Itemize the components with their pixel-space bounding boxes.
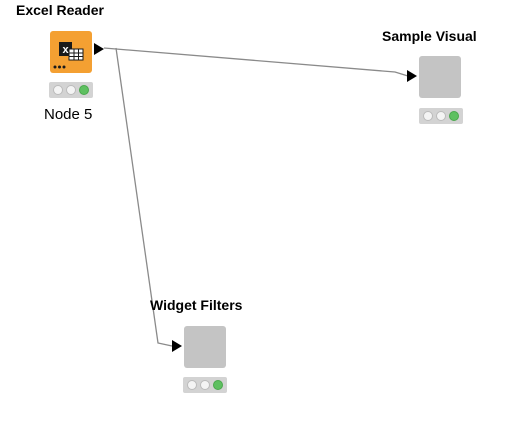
widget-filters-status-indicator bbox=[183, 377, 227, 393]
status-red-dot bbox=[186, 380, 197, 390]
excel-reader-status-indicator bbox=[49, 82, 93, 98]
sample-visual-status-indicator bbox=[419, 108, 463, 124]
status-green-dot bbox=[213, 380, 224, 390]
excel-reader-output-port[interactable] bbox=[94, 43, 104, 55]
status-yellow-dot bbox=[199, 380, 210, 390]
status-green-dot bbox=[79, 85, 90, 95]
status-yellow-dot bbox=[65, 85, 76, 95]
sample-visual-input-port[interactable] bbox=[407, 70, 417, 82]
status-red-dot bbox=[422, 111, 433, 121]
status-red-dot bbox=[52, 85, 63, 95]
sample-visual-node[interactable] bbox=[419, 56, 461, 98]
excel-reader-node-label[interactable]: Node 5 bbox=[44, 106, 93, 123]
svg-text:x: x bbox=[62, 44, 69, 56]
status-yellow-dot bbox=[435, 111, 446, 121]
widget-filters-node[interactable] bbox=[184, 326, 226, 368]
widget-filters-input-port[interactable] bbox=[172, 340, 182, 352]
widget-filters-title[interactable]: Widget Filters bbox=[150, 297, 243, 313]
excel-reader-title[interactable]: Excel Reader bbox=[16, 2, 104, 18]
status-green-dot bbox=[449, 111, 460, 121]
connection-excel-to-sample-visual bbox=[103, 47, 409, 77]
excel-reader-icon: x bbox=[53, 42, 84, 69]
sample-visual-title[interactable]: Sample Visual bbox=[382, 28, 477, 44]
excel-reader-node[interactable]: x bbox=[50, 31, 92, 73]
